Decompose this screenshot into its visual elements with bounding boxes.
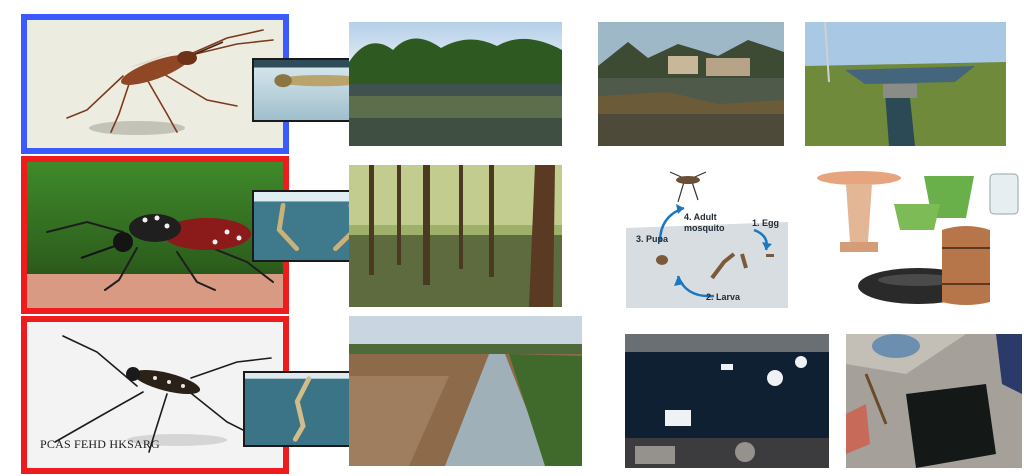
mosquito-photo-middle: [27, 162, 283, 308]
lifecycle-diagram: 4. Adult mosquito 1. Egg 3. Pupa 2. Larv…: [626, 158, 788, 308]
larva-inset-bottom: [243, 371, 367, 447]
mosquito-photo-bottom: [27, 322, 283, 468]
lifecycle-label-adult-line2: mosquito: [684, 223, 725, 233]
species-frame-bottom: [21, 316, 289, 474]
habitat-polluted-ditch-photo: [349, 316, 582, 466]
species-frame-top: [21, 14, 289, 154]
lifecycle-label-larva: 2. Larva: [706, 292, 741, 302]
habitat-canal-photo: [805, 22, 1006, 146]
habitat-marsh-buildings-photo: [598, 22, 784, 146]
habitat-tank-cleaning-photo: [846, 334, 1022, 468]
habitat-pond-photo: [349, 22, 562, 146]
habitat-swamp-forest-photo: [349, 165, 562, 307]
lifecycle-label-adult: 4. Adult: [684, 212, 717, 222]
habitat-garbage-water-photo: [625, 334, 829, 468]
container-breeding-sites-illustration: [814, 168, 1023, 308]
lifecycle-label-egg: 1. Egg: [752, 218, 779, 228]
photo-credit: PCAS FEHD HKSARG: [40, 437, 160, 451]
lifecycle-label-pupa: 3. Pupa: [636, 234, 669, 244]
species-frame-middle: [21, 156, 289, 314]
mosquito-photo-top: [27, 20, 283, 148]
